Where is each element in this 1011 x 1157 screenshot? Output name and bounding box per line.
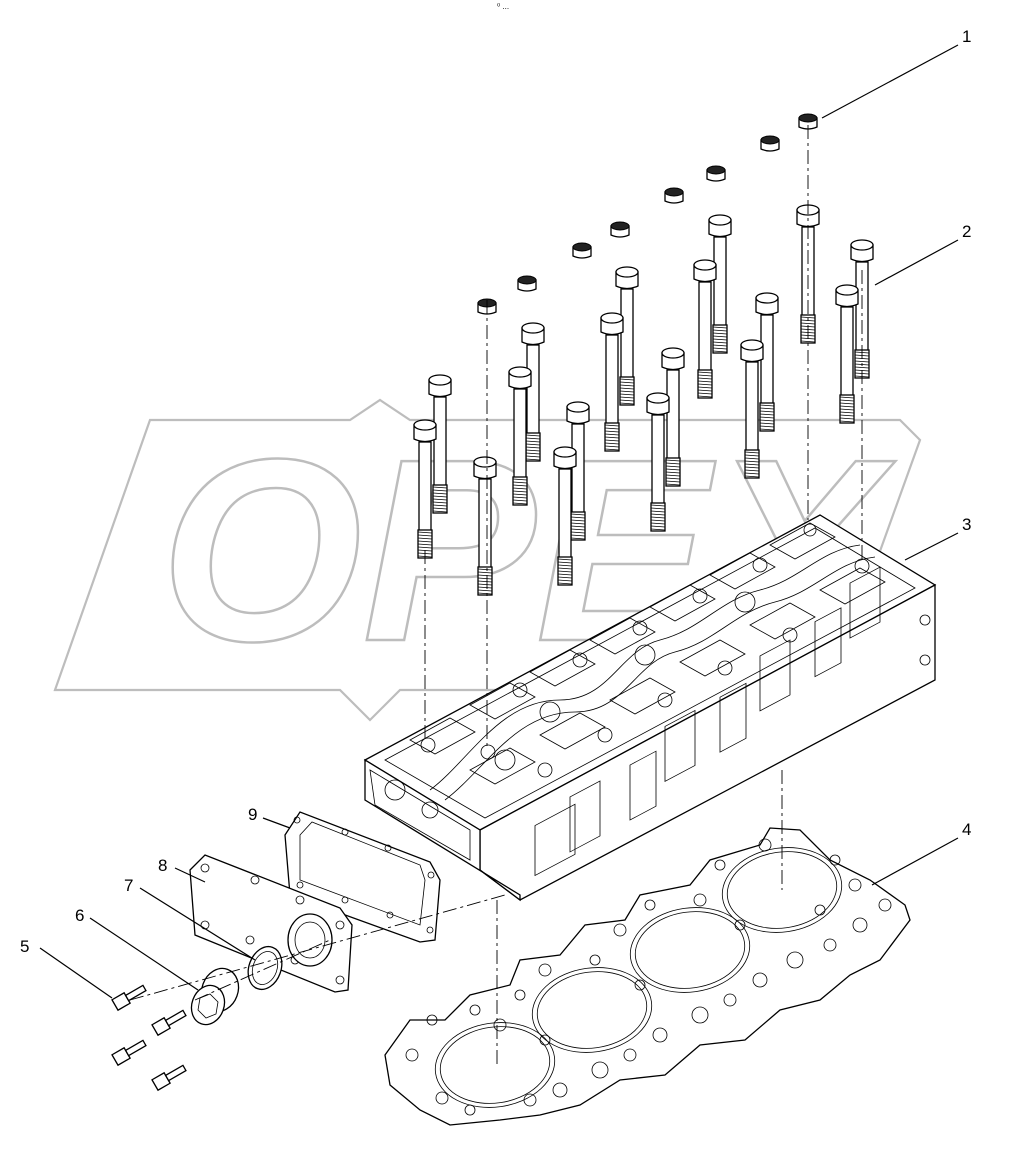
head-bolt [508, 366, 532, 506]
head-bolt [708, 214, 732, 354]
head-bolt [473, 456, 497, 596]
callout-2: 2 [962, 222, 971, 241]
cylinder-head [363, 514, 937, 902]
head-bolts [413, 204, 874, 596]
callout-1: 1 [962, 27, 971, 46]
callout-6: 6 [75, 906, 84, 925]
valve-stem-seal [610, 221, 630, 238]
valve-stem-seal [706, 165, 726, 182]
head-bolt [740, 339, 764, 479]
top-mark: ⁰ ... [497, 2, 509, 11]
leader-lines [39, 44, 959, 999]
head-bolt [553, 446, 577, 586]
head-bolt [521, 322, 545, 462]
cover-plate [189, 854, 353, 993]
callout-9: 9 [248, 805, 257, 824]
head-bolt [835, 284, 859, 424]
head-bolt [646, 392, 670, 532]
valve-stem-seal [798, 113, 818, 130]
callout-8: 8 [158, 856, 167, 875]
valve-stem-seal [572, 242, 592, 259]
callouts: 1 2 3 4 5 6 7 8 9 [20, 27, 971, 956]
o-ring [247, 945, 283, 991]
screws [111, 984, 187, 1092]
plug [190, 967, 240, 1026]
valve-stem-seal [760, 135, 780, 152]
head-bolt [615, 266, 639, 406]
head-bolt [755, 292, 779, 432]
head-bolt [600, 312, 624, 452]
valve-stem-seals [477, 113, 818, 315]
callout-5: 5 [20, 937, 29, 956]
callout-3: 3 [962, 515, 971, 534]
valve-stem-seal [517, 275, 537, 292]
callout-7: 7 [124, 876, 133, 895]
head-bolt [428, 374, 452, 514]
valve-stem-seal [664, 187, 684, 204]
callout-4: 4 [962, 820, 971, 839]
head-bolt [413, 419, 437, 559]
head-bolt [661, 347, 685, 487]
head-bolt [796, 204, 820, 344]
head-bolt [693, 259, 717, 399]
head-bolt [566, 401, 590, 541]
alignment-lines [129, 125, 863, 1065]
head-gasket [384, 827, 911, 1126]
